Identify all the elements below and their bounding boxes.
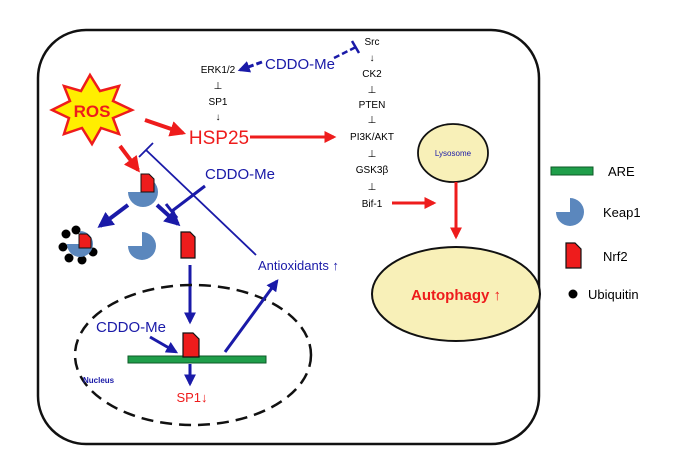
legend-are-label: ARE: [608, 164, 635, 179]
sp1-upper-label: SP1: [209, 97, 228, 108]
cddo-top-inhibit-src-bar: [350, 40, 361, 54]
cell-membrane: [36, 28, 541, 446]
legend-nrf2-label: Nrf2: [603, 249, 628, 264]
nucleus-label: Nucleus: [83, 376, 115, 385]
erk-label: ERK1/2: [201, 65, 236, 76]
lysosome-label: Lysosome: [435, 149, 472, 158]
cddo-top-to-erk-arrow: [237, 60, 263, 73]
ubiquitin-dot-2: [58, 242, 68, 252]
lysosome: [417, 123, 489, 183]
nrf2-complex-shape: [140, 173, 155, 193]
legend-ubiquitin-swatch: [568, 289, 578, 299]
gsk-inhibit-symbol: ⊥: [368, 182, 377, 193]
legend-are-swatch: [550, 166, 594, 176]
ros-label: ROS: [74, 102, 111, 121]
sp1-down-symbol: ↓: [216, 112, 221, 123]
keap1-free-shape: [128, 232, 156, 260]
ros-to-hsp25-arrow: [144, 118, 187, 137]
bif1-label: Bif-1: [362, 199, 383, 210]
nrf2-free-shape: [180, 231, 196, 259]
ubiquitin-dot-6: [71, 225, 81, 235]
cddo-mid-inhibit-bar: [164, 203, 179, 219]
complex-to-ubiquitin-arrow: [97, 203, 130, 228]
antioxidants-inhibit-ros-line: [145, 149, 257, 256]
ros-to-complex-arrow: [118, 144, 140, 173]
pi3k-inhibit-symbol: ⊥: [368, 149, 377, 160]
cddo-me-label-nucleus: CDDO-Me: [96, 319, 166, 336]
pten-inhibit-symbol: ⊥: [368, 115, 377, 126]
are-to-antioxidants-arrow: [223, 279, 279, 353]
cddo-mid-inhibit-line: [171, 184, 206, 213]
sp1-down-label: SP1↓: [176, 390, 207, 405]
hsp25-label: HSP25: [189, 128, 249, 149]
cddo-me-label-top: CDDO-Me: [265, 56, 335, 73]
cddo-nucleus-to-nrf2-arrow: [149, 335, 179, 354]
ubiquitin-dot-1: [61, 229, 71, 239]
nrf2-ubiquitinated-shape: [78, 233, 92, 249]
pi3k-label: PI3K/AKT: [350, 132, 394, 143]
legend-nrf2-swatch: [565, 242, 582, 269]
nucleus: [73, 283, 313, 427]
ros-burst: [49, 72, 136, 147]
legend-keap1-swatch: [556, 198, 584, 226]
ubiquitin-dot-3: [64, 253, 74, 263]
cddo-top-inhibit-src: [333, 45, 357, 60]
ck2-inhibit-symbol: ⊥: [368, 85, 377, 96]
ck2-label: CK2: [362, 69, 382, 80]
src-label: Src: [365, 37, 380, 48]
pten-label: PTEN: [359, 100, 386, 111]
autophagy-label: Autophagy ↑: [411, 287, 501, 304]
nrf2-nucleus-shape: [182, 332, 200, 358]
complex-to-nrf2-arrow: [155, 203, 181, 227]
autophagy-vesicle: [371, 246, 541, 342]
src-down-symbol: ↓: [370, 53, 375, 64]
gsk-label: GSK3β: [356, 165, 389, 176]
legend-ubiquitin-label: Ubiquitin: [588, 287, 639, 302]
cddo-me-label-mid: CDDO-Me: [205, 166, 275, 183]
ubiquitin-dot-4: [77, 255, 87, 265]
erk-inhibit-symbol: ⊥: [214, 81, 223, 92]
antioxidants-label: Antioxidants ↑: [258, 258, 339, 273]
antioxidants-inhibit-ros-bar: [138, 142, 154, 158]
legend-keap1-label: Keap1: [603, 205, 641, 220]
